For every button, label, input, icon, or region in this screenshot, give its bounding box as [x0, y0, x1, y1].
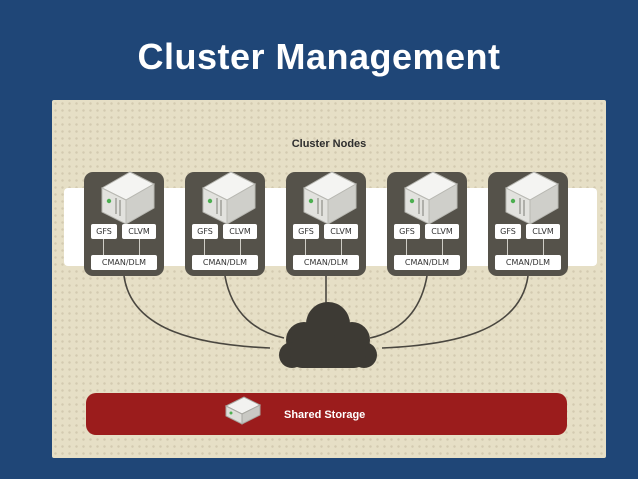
stack-connector — [507, 238, 508, 255]
network-connections — [123, 275, 529, 368]
gfs-label: GFS — [293, 224, 319, 239]
clvm-label: CLVM — [223, 224, 257, 239]
cluster-node: GFS CLVM CMAN/DLM — [488, 171, 568, 276]
slide-title: Cluster Management — [137, 36, 501, 77]
gfs-label: GFS — [394, 224, 420, 239]
server-icon — [302, 171, 358, 225]
clvm-label: CLVM — [122, 224, 156, 239]
stack-connector — [543, 238, 544, 255]
gfs-label: GFS — [91, 224, 117, 239]
nodes-heading: Cluster Nodes — [291, 138, 367, 150]
cluster-node: GFS CLVM CMAN/DLM — [84, 171, 164, 276]
cluster-node: GFS CLVM CMAN/DLM — [185, 171, 265, 276]
connection-line — [369, 275, 428, 339]
stack-connector — [204, 238, 205, 255]
clvm-label: CLVM — [324, 224, 358, 239]
diagram-panel: Cluster Nodes GFS CLVM — [52, 100, 606, 458]
stack-connector — [139, 238, 140, 255]
connection-line — [123, 275, 271, 349]
server-icon — [504, 171, 560, 225]
stack-connector — [240, 238, 241, 255]
clvm-label: CLVM — [526, 224, 560, 239]
cman-dlm-label: CMAN/DLM — [495, 255, 561, 270]
server-icon — [100, 171, 156, 225]
stack-connector — [341, 238, 342, 255]
shared-storage-label: Shared Storage — [284, 409, 366, 421]
shared-storage-bar — [86, 393, 567, 435]
server-icon — [201, 171, 257, 225]
stack-connector — [406, 238, 407, 255]
gfs-label: GFS — [495, 224, 521, 239]
cman-dlm-label: CMAN/DLM — [293, 255, 359, 270]
server-icon — [403, 171, 459, 225]
stack-connector — [305, 238, 306, 255]
stack-connector — [442, 238, 443, 255]
cloud-icon — [279, 302, 377, 368]
stack-connector — [103, 238, 104, 255]
gfs-label: GFS — [192, 224, 218, 239]
cman-dlm-label: CMAN/DLM — [394, 255, 460, 270]
clvm-label: CLVM — [425, 224, 459, 239]
connection-line — [381, 275, 529, 349]
cluster-node: GFS CLVM CMAN/DLM — [387, 171, 467, 276]
connection-line — [224, 275, 285, 339]
cman-dlm-label: CMAN/DLM — [192, 255, 258, 270]
storage-drive-icon — [224, 396, 262, 425]
cman-dlm-label: CMAN/DLM — [91, 255, 157, 270]
cluster-node: GFS CLVM CMAN/DLM — [286, 171, 366, 276]
